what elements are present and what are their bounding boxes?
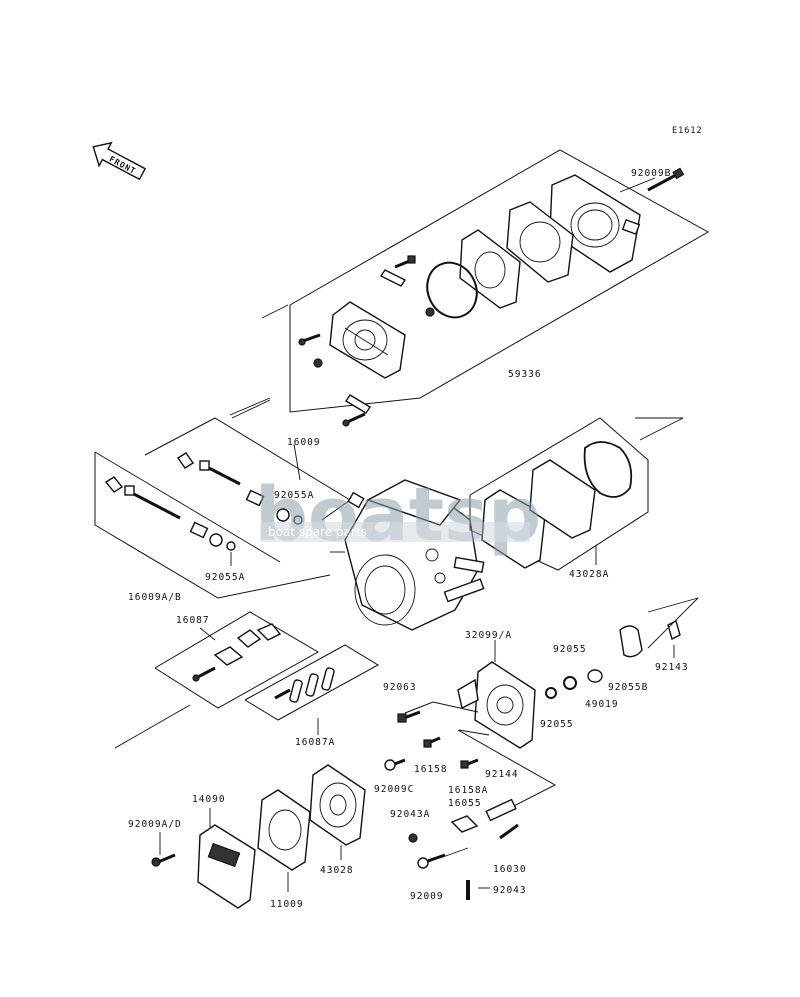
gasket-a — [481, 489, 546, 569]
front-arrow-icon: FRONT — [92, 141, 147, 181]
bolt-92009B — [647, 167, 685, 192]
spring-92144 — [485, 798, 517, 822]
needle-16030 — [499, 823, 519, 840]
label-92055-b: 92055 — [540, 719, 574, 730]
nut-left — [313, 358, 323, 368]
plate-3 — [256, 623, 282, 641]
label-92009C: 92009C — [374, 784, 414, 795]
screw-group-16087A — [244, 644, 379, 735]
cap-upper — [177, 452, 194, 469]
watermark: boatsp boat spare parts — [255, 472, 541, 558]
label-92009AD: 92009A/D — [128, 819, 182, 830]
clip-bottom — [345, 394, 371, 414]
screw-16158 — [423, 736, 441, 748]
label-11009: 11009 — [270, 899, 304, 910]
screw-92063 — [397, 710, 421, 723]
screw-92009C — [384, 758, 406, 771]
label-92144: 92144 — [485, 769, 519, 780]
diaphragm-43028 — [309, 764, 366, 860]
clip-top — [379, 269, 407, 287]
label-92043A: 92043A — [390, 809, 430, 820]
needle-valve-group-upper — [144, 397, 351, 525]
diaphragm-1 — [506, 201, 574, 283]
label-92143: 92143 — [655, 662, 689, 673]
label-14090: 14090 — [192, 794, 226, 805]
washer-lower — [209, 533, 223, 547]
clip-92143 — [667, 619, 681, 641]
watermark-brand: boatsp — [255, 472, 541, 558]
label-16158A: 16158A — [448, 785, 488, 796]
gasket-11009 — [257, 789, 311, 892]
label-49019: 49019 — [585, 699, 619, 710]
fuel-pump-assembly — [261, 149, 710, 427]
label-16158: 16158 — [414, 764, 448, 775]
plate-2 — [236, 629, 262, 648]
label-92063: 92063 — [383, 682, 417, 693]
label-92009B: 92009B — [631, 168, 671, 179]
label-16009: 16009 — [287, 437, 321, 448]
label-59336: 59336 — [508, 369, 542, 380]
diagram-code: E1612 — [672, 126, 703, 136]
washer-upper — [276, 508, 290, 522]
lever-16055 — [450, 815, 479, 833]
screw-92009 — [417, 853, 446, 869]
nut-top — [425, 307, 435, 317]
label-16087: 16087 — [176, 615, 210, 626]
label-92055-a: 92055 — [553, 644, 587, 655]
label-43028: 43028 — [320, 865, 354, 876]
o-ring-92055-a — [563, 676, 577, 690]
label-92055A-a: 92055A — [274, 490, 314, 501]
watermark-tagline: boat spare parts — [268, 525, 367, 539]
cap-lower — [104, 476, 124, 493]
label-92055B: 92055B — [608, 682, 648, 693]
o-ring-92055-b — [545, 687, 557, 699]
o-ring-large — [426, 261, 478, 319]
cover-92055B — [619, 625, 643, 658]
plate-1 — [213, 646, 244, 666]
cap-49019 — [587, 669, 603, 683]
o-ring-lower — [226, 541, 236, 551]
label-16087A: 16087A — [295, 737, 335, 748]
screw-top — [394, 255, 416, 269]
label-32099A: 32099/A — [465, 630, 512, 641]
gasket-c — [583, 441, 633, 498]
label-43028A: 43028A — [569, 569, 609, 580]
label-16055: 16055 — [448, 798, 482, 809]
label-92055A-b: 92055A — [205, 572, 245, 583]
label-16009AB: 16009A/B — [128, 592, 182, 603]
label-16030: 16030 — [493, 864, 527, 875]
screw-left — [298, 333, 321, 346]
o-ring-upper — [293, 515, 303, 525]
screw-92009A — [151, 832, 176, 867]
pump-assembly-32099 — [404, 597, 699, 813]
pin-92043A — [408, 833, 418, 843]
label-92009: 92009 — [410, 891, 444, 902]
gasket-b — [529, 459, 596, 539]
screw-group-16087 — [154, 611, 320, 709]
diaphragm-2 — [459, 229, 521, 309]
gasket-group-43028A — [469, 417, 684, 571]
screw-bottom — [342, 412, 366, 427]
spring-lower — [189, 521, 209, 539]
needle-valve-group-lower — [94, 451, 331, 599]
carburetor-body — [330, 479, 485, 631]
spring-upper — [245, 489, 265, 507]
label-92043: 92043 — [493, 885, 527, 896]
screw-16158A — [460, 758, 479, 769]
cover-14090 — [197, 808, 256, 909]
pump-housing — [329, 301, 406, 379]
